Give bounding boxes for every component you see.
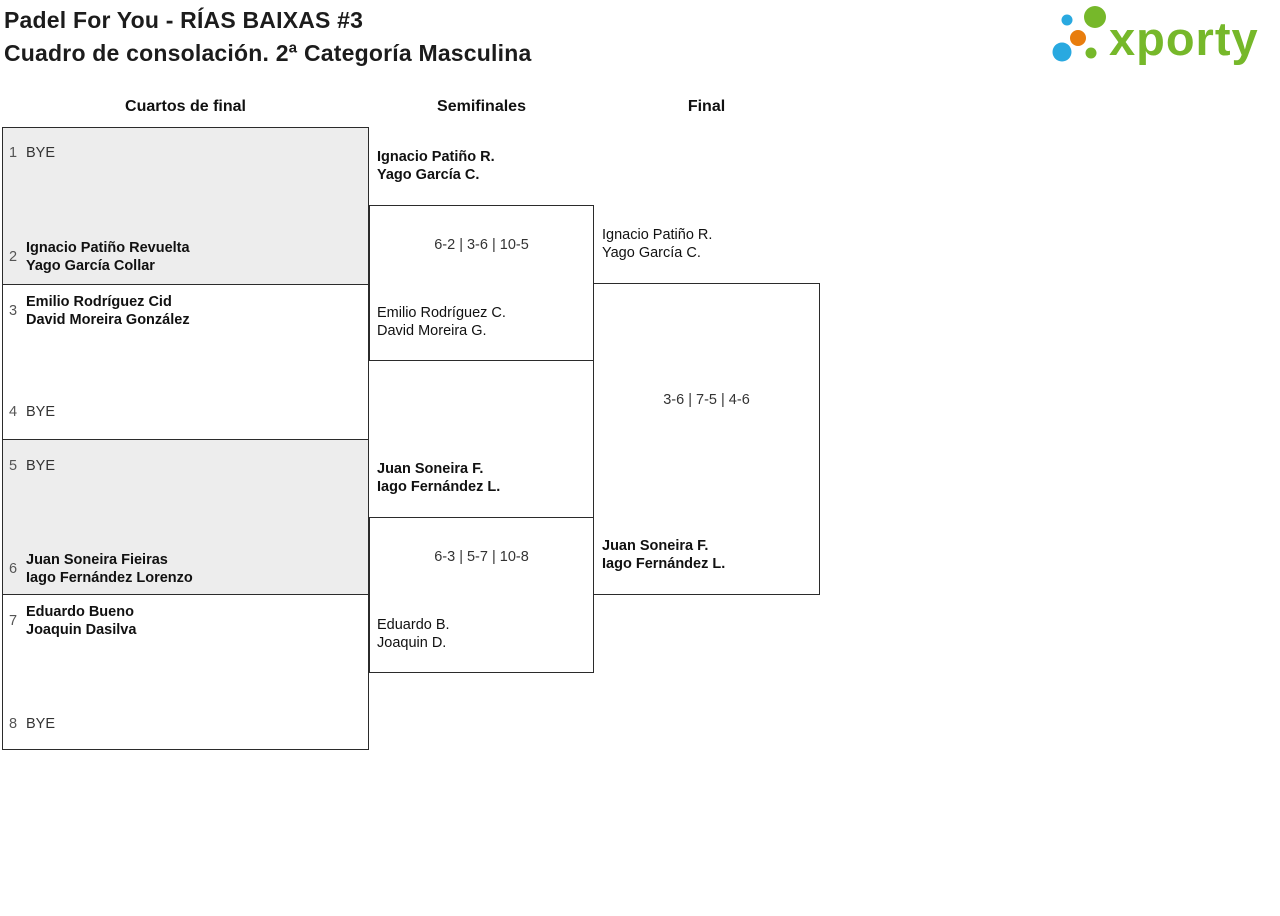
- bracket-entry-seed-2: 2 Ignacio Patiño Revuelta Yago García Co…: [9, 239, 190, 275]
- quarterfinal-match-4[interactable]: [3, 594, 368, 749]
- team-player-1: Juan Soneira F.: [602, 538, 709, 554]
- seed-number: 7: [9, 613, 18, 629]
- team-player-1: Juan Soneira F.: [377, 461, 484, 477]
- bracket-entry-seed-3: 3 Emilio Rodríguez Cid David Moreira Gon…: [9, 293, 190, 329]
- team-player-2: David Moreira González: [26, 312, 190, 328]
- team-player-1: Ignacio Patiño Revuelta: [26, 240, 190, 256]
- team-player-2: Iago Fernández L.: [377, 479, 501, 495]
- team-player-1: Eduardo B.: [377, 617, 450, 633]
- quarterfinal-match-3[interactable]: [3, 439, 368, 594]
- logo-dot-blue-small: [1061, 14, 1073, 26]
- team-player-1: Emilio Rodríguez Cid: [26, 294, 172, 310]
- final-top-team: Ignacio Patiño R. Yago García C.: [602, 226, 712, 262]
- logo-dot-blue-large: [1052, 42, 1072, 62]
- team-player-2: David Moreira G.: [377, 323, 487, 339]
- tournament-title: Padel For You - RÍAS BAIXAS #3: [4, 7, 364, 33]
- final-bottom-team-winner: Juan Soneira F. Iago Fernández L.: [602, 537, 725, 573]
- quarterfinals-column: [2, 127, 369, 750]
- logo-dot-green-large: [1084, 6, 1106, 28]
- seed-number: 8: [9, 716, 18, 732]
- team-name: BYE: [26, 716, 56, 732]
- semifinal-1-top-team: Ignacio Patiño R. Yago García C.: [377, 148, 495, 184]
- xporty-logo: xporty: [1052, 6, 1259, 65]
- bracket-entry-seed-7: 7 Eduardo Bueno Joaquin Dasilva: [9, 603, 136, 639]
- bracket-subtitle: Cuadro de consolación. 2ª Categoría Masc…: [4, 40, 532, 66]
- round-header-quarterfinals: Cuartos de final: [125, 98, 246, 115]
- seed-number: 4: [9, 404, 18, 420]
- team-player-1: Juan Soneira Fieiras: [26, 552, 168, 568]
- team-player-2: Iago Fernández L.: [602, 556, 726, 572]
- semifinal-match-2[interactable]: [369, 517, 594, 673]
- round-header-final: Final: [687, 98, 726, 115]
- team-name: BYE: [26, 404, 56, 420]
- semifinal-2-top-team: Juan Soneira F. Iago Fernández L.: [377, 460, 500, 496]
- seed-number: 1: [9, 145, 18, 161]
- team-player-1: Ignacio Patiño R.: [377, 149, 495, 165]
- team-player-1: Ignacio Patiño R.: [602, 227, 713, 243]
- team-player-2: Joaquin D.: [377, 635, 447, 651]
- final-score: 3-6 | 7-5 | 4-6: [663, 392, 750, 408]
- team-player-1: Eduardo Bueno: [26, 604, 134, 620]
- logo-dot-orange: [1070, 30, 1086, 46]
- seed-number: 2: [9, 249, 18, 265]
- semifinal-2-bottom-team: Eduardo B. Joaquin D.: [377, 616, 450, 652]
- bracket-entry-seed-6: 6 Juan Soneira Fieiras Iago Fernández Lo…: [9, 551, 193, 587]
- quarterfinal-match-1[interactable]: [3, 128, 368, 284]
- team-player-2: Yago García C.: [602, 245, 701, 261]
- team-player-2: Iago Fernández Lorenzo: [26, 570, 193, 586]
- logo-dot-green-small: [1085, 47, 1097, 59]
- final-match[interactable]: [593, 283, 820, 595]
- team-name: BYE: [26, 458, 56, 474]
- bracket-entry-seed-5: 5 BYE: [9, 457, 55, 475]
- bracket-entry-seed-1: 1 BYE: [9, 144, 55, 162]
- seed-number: 5: [9, 458, 18, 474]
- round-header-semifinals: Semifinales: [437, 98, 526, 115]
- team-player-1: Emilio Rodríguez C.: [377, 305, 506, 321]
- semifinal-1-score: 6-2 | 3-6 | 10-5: [434, 237, 529, 253]
- bracket-entry-seed-8: 8 BYE: [9, 715, 55, 733]
- team-player-2: Yago García C.: [377, 167, 480, 183]
- seed-number: 3: [9, 303, 18, 319]
- quarterfinal-match-2[interactable]: [3, 284, 368, 439]
- semifinal-1-bottom-team: Emilio Rodríguez C. David Moreira G.: [377, 304, 506, 340]
- team-player-2: Yago García Collar: [26, 258, 155, 274]
- semifinal-2-score: 6-3 | 5-7 | 10-8: [434, 549, 529, 565]
- team-name: BYE: [26, 145, 56, 161]
- xporty-logo-text: xporty: [1109, 12, 1259, 65]
- bracket-entry-seed-4: 4 BYE: [9, 403, 55, 421]
- seed-number: 6: [9, 561, 18, 577]
- team-player-2: Joaquin Dasilva: [26, 622, 137, 638]
